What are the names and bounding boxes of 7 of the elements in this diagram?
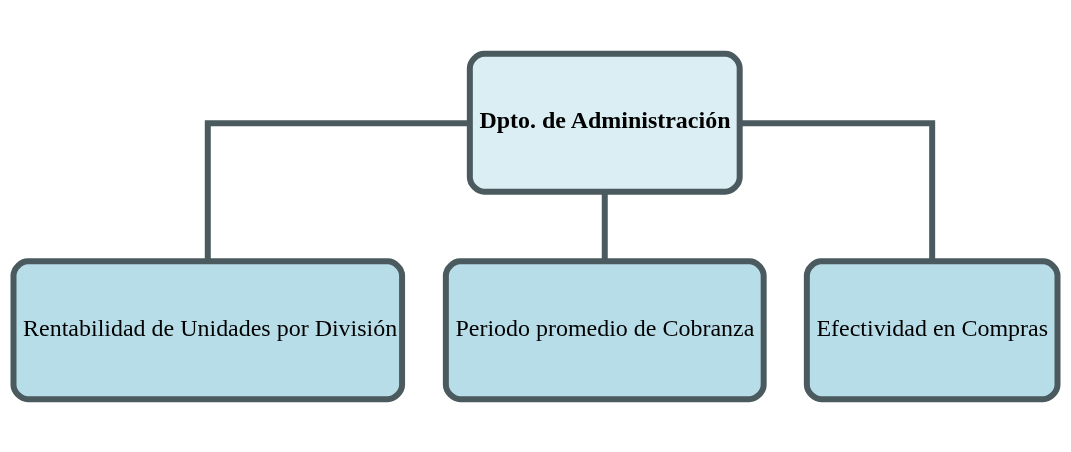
connector (601, 191, 608, 261)
node-box: Dpto. de Administración (466, 50, 743, 195)
node-box: Periodo promedio de Cobranza (442, 257, 767, 402)
connector (204, 119, 470, 261)
connector (739, 119, 936, 261)
node-box: Efectividad en Compras (803, 257, 1061, 402)
node-box: Rentabilidad de Unidades por División (10, 257, 406, 402)
